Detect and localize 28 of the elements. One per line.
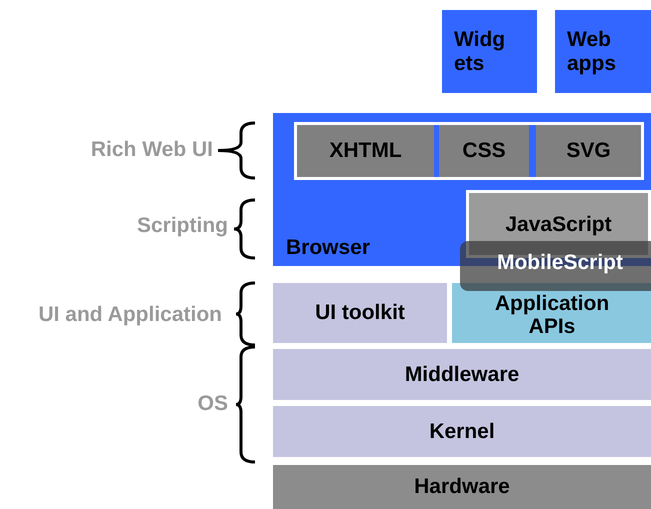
layer-label: UI toolkit <box>314 300 406 326</box>
layer-label: XHTML <box>328 138 403 164</box>
widget-block <box>442 10 537 93</box>
layer-block <box>273 283 447 343</box>
layer-block <box>439 125 529 177</box>
layer-group-label: Scripting <box>136 214 228 238</box>
layer-block <box>273 349 651 400</box>
layer-group-label: Rich Web UI <box>90 138 213 162</box>
layer-label: MobileScript <box>496 251 624 276</box>
layer-block <box>273 406 651 457</box>
layer-label: Web apps <box>567 27 618 76</box>
layer-label: Browser <box>286 236 370 260</box>
layer-group-label: UI and Application <box>38 303 222 327</box>
layer-label: CSS <box>461 138 507 164</box>
layer-block <box>273 465 651 509</box>
layer-label: Hardware <box>413 474 511 500</box>
layer-label: Application APIs <box>494 292 610 338</box>
markup-group-frame <box>294 122 644 180</box>
app-block <box>555 10 651 93</box>
overlay-block <box>460 241 651 291</box>
layer-block <box>297 125 434 177</box>
layer-label: SVG <box>565 138 612 164</box>
layer-group-label: OS <box>198 392 228 416</box>
layer-label: Widg ets <box>454 27 506 76</box>
layer-label: Kernel <box>428 419 496 444</box>
layer-block <box>536 125 641 177</box>
layer-label: JavaScript <box>504 213 613 238</box>
layer-label: Middleware <box>404 362 520 387</box>
